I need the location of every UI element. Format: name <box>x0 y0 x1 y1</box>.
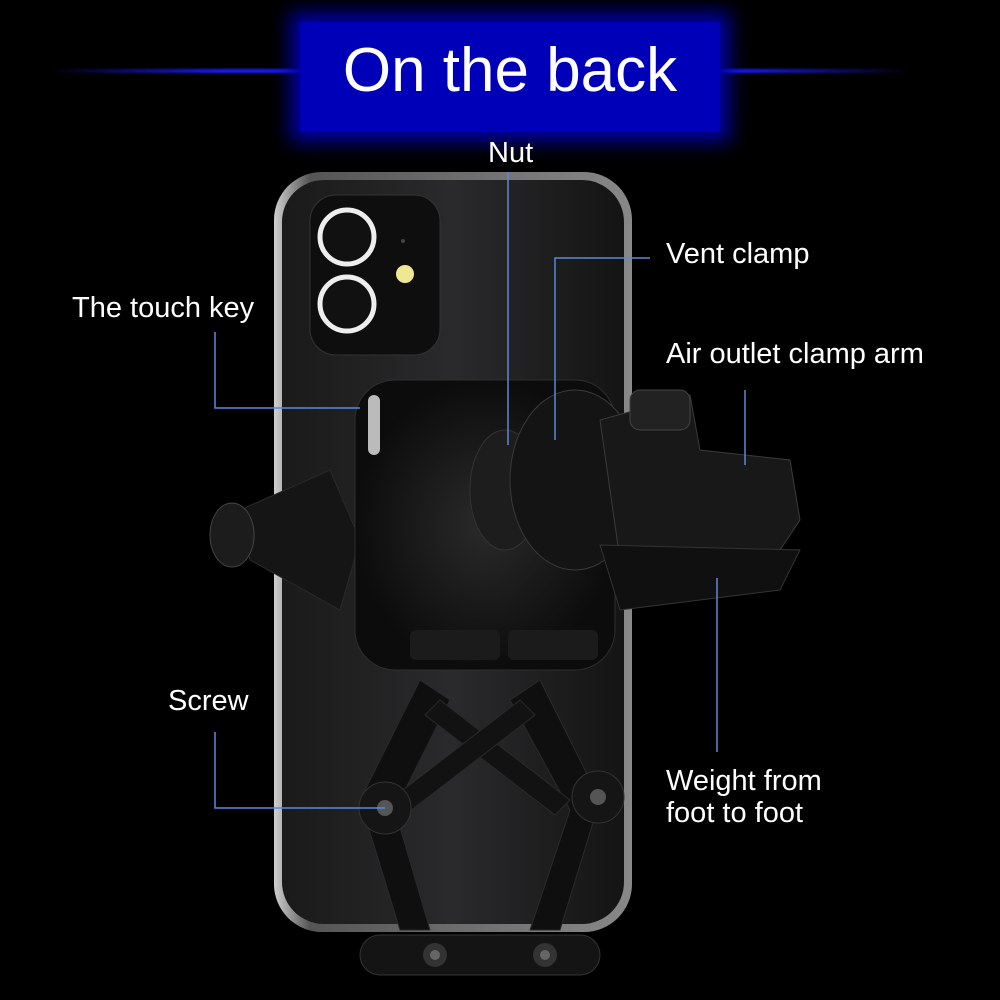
screw-icon <box>590 789 606 805</box>
page-title: On the back <box>342 36 678 105</box>
callout-lines <box>214 172 746 809</box>
label-vent-clamp: Vent clamp <box>666 238 810 270</box>
label-weight-line2: foot to foot <box>666 797 804 829</box>
callout-line-touch-key <box>214 332 360 409</box>
camera-lens-icon <box>317 274 377 334</box>
label-nut: Nut <box>488 137 534 169</box>
label-air-outlet-clamp-arm: Air outlet clamp arm <box>666 338 924 370</box>
flash-icon <box>396 265 414 283</box>
car-mount <box>209 379 801 976</box>
camera-lens-icon <box>317 207 377 267</box>
title-banner <box>300 22 720 132</box>
label-touch-key: The touch key <box>72 292 255 324</box>
callout-line-screw <box>214 732 385 809</box>
label-weight-line1: Weight from <box>666 765 822 797</box>
label-screw: Screw <box>168 685 249 717</box>
callout-line-vent-clamp <box>554 257 650 440</box>
